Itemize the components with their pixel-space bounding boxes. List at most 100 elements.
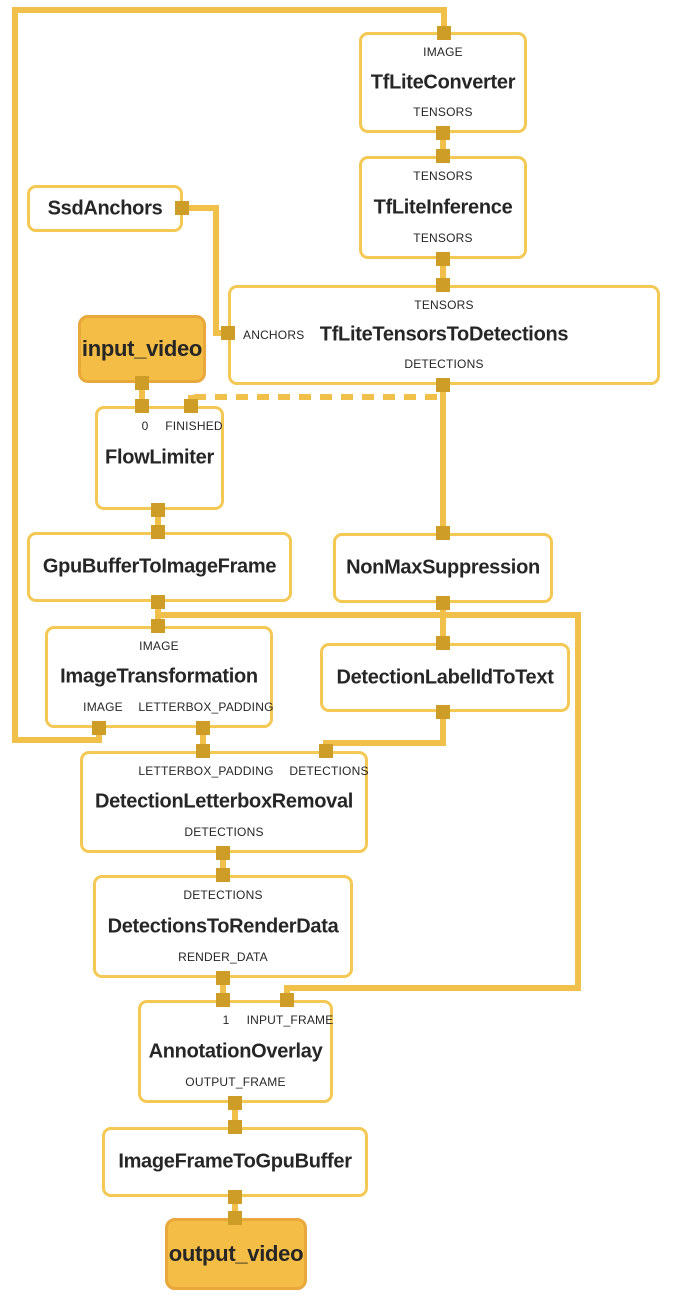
node-tflite-inference[interactable]: TENSORS TfLiteInference TENSORS xyxy=(359,156,527,259)
port-label-letterbox-padding-in: LETTERBOX_PADDING xyxy=(138,764,274,778)
port-flow-limiter-out xyxy=(151,503,165,517)
port-label-1-in: 1 xyxy=(222,1013,230,1027)
node-title-detections-to-render-data: DetectionsToRenderData xyxy=(107,915,339,937)
port-label-tensors-in: TENSORS xyxy=(413,169,473,183)
port-letterbox-removal-detections-in xyxy=(319,744,333,758)
port-label-image-in: IMAGE xyxy=(423,45,463,59)
node-output-video[interactable]: output_video xyxy=(165,1218,307,1290)
port-nms-out xyxy=(436,596,450,610)
node-title-detection-label-id-to-text: DetectionLabelIdToText xyxy=(336,666,554,688)
port-label-detections-out: DETECTIONS xyxy=(404,357,484,371)
port-tflite-inference-tensors-in xyxy=(436,149,450,163)
edge-output-video xyxy=(232,1195,238,1221)
port-tflite-converter-tensors-out xyxy=(436,126,450,140)
port-image-transformation-in xyxy=(151,619,165,633)
edge-tensors-2 xyxy=(440,257,446,288)
node-title-detection-letterbox-removal: DetectionLetterboxRemoval xyxy=(94,790,354,813)
port-label-anchors-in: ANCHORS xyxy=(243,328,305,342)
edge-outputframe xyxy=(232,1101,238,1130)
port-label-output-frame-out: OUTPUT_FRAME xyxy=(185,1075,286,1089)
port-label-detections-out: DETECTIONS xyxy=(184,825,264,839)
edge-finished-backedge-h xyxy=(194,394,439,400)
node-ssd-anchors[interactable]: SsdAnchors xyxy=(27,185,183,232)
edge-image-loop-drop xyxy=(441,7,447,36)
port-label-detections-in: DETECTIONS xyxy=(183,888,263,902)
node-annotation-overlay[interactable]: 1 INPUT_FRAME AnnotationOverlay OUTPUT_F… xyxy=(138,1000,333,1103)
port-render-data-in xyxy=(216,868,230,882)
edge-letterbox-padding xyxy=(200,726,206,754)
port-tflite-converter-image-in xyxy=(437,26,451,40)
port-annotation-overlay-out xyxy=(228,1096,242,1110)
port-label-detections-in: DETECTIONS xyxy=(289,764,369,778)
edge-anchors-v xyxy=(213,205,219,336)
node-title-gpu-buffer-to-image-frame: GpuBufferToImageFrame xyxy=(42,555,277,578)
edge-labeltext-v1 xyxy=(440,710,446,746)
node-input-video[interactable]: input_video xyxy=(78,315,206,383)
node-detections-to-render-data[interactable]: DETECTIONS DetectionsToRenderData RENDER… xyxy=(93,875,353,978)
node-title-annotation-overlay: AnnotationOverlay xyxy=(148,1040,323,1062)
edge-labeltext-h xyxy=(326,740,446,746)
edge-flowlimiter-out xyxy=(155,508,161,535)
port-image2gpu-out xyxy=(228,1190,242,1204)
stream-title-input-video: input_video xyxy=(81,336,203,361)
port-label-id-to-text-out xyxy=(436,705,450,719)
port-label-id-to-text-in xyxy=(436,636,450,650)
edge-inputframe-h xyxy=(287,985,581,991)
port-label-letterbox-padding-out: LETTERBOX_PADDING xyxy=(138,700,274,714)
port-flow-limiter-finished-in xyxy=(184,399,198,413)
port-annotation-overlay-input-frame-in xyxy=(280,993,294,1007)
node-title-non-max-suppression: NonMaxSuppression xyxy=(346,556,540,579)
edge-input-video xyxy=(139,381,145,409)
node-flow-limiter[interactable]: 0 FINISHED FlowLimiter xyxy=(95,406,224,510)
node-image-frame-to-gpu-buffer[interactable]: ImageFrameToGpuBuffer xyxy=(102,1127,368,1197)
node-title-tflite-tensors-to-detections: TfLiteTensorsToDetections xyxy=(319,323,569,346)
node-detection-letterbox-removal[interactable]: LETTERBOX_PADDING DETECTIONS DetectionLe… xyxy=(80,751,368,853)
edge-image-loop-stub xyxy=(96,728,102,743)
port-render-data-out xyxy=(216,971,230,985)
node-title-flow-limiter: FlowLimiter xyxy=(105,446,214,469)
node-gpu-buffer-to-image-frame[interactable]: GpuBufferToImageFrame xyxy=(27,532,292,602)
node-tflite-converter[interactable]: IMAGE TfLiteConverter TENSORS xyxy=(359,32,527,133)
port-nms-in xyxy=(436,526,450,540)
edge-image-loop-left xyxy=(12,7,18,743)
edge-imageframe-branch-v xyxy=(575,612,581,991)
node-tflite-tensors-to-detections[interactable]: TENSORS ANCHORS TfLiteTensorsToDetection… xyxy=(228,285,660,385)
port-image-transformation-image-out xyxy=(92,721,106,735)
node-title-image-frame-to-gpu-buffer: ImageFrameToGpuBuffer xyxy=(118,1150,352,1173)
edge-detections-down xyxy=(440,383,446,536)
node-title-tflite-inference: TfLiteInference xyxy=(373,196,513,218)
port-label-tensors-in: TENSORS xyxy=(414,298,474,312)
edge-image-loop-bottom xyxy=(12,737,102,743)
edge-anchors-h1 xyxy=(181,205,219,211)
port-flow-limiter-0-in xyxy=(135,399,149,413)
port-gpu2image-out xyxy=(151,595,165,609)
port-label-image-out: IMAGE xyxy=(83,700,123,714)
port-letterbox-removal-padding-in xyxy=(196,744,210,758)
node-image-transformation[interactable]: IMAGE ImageTransformation IMAGE LETTERBO… xyxy=(45,626,273,728)
edge-letterbox-out xyxy=(220,851,226,878)
port-annotation-overlay-1-in xyxy=(216,993,230,1007)
port-label-input-frame-in: INPUT_FRAME xyxy=(246,1013,334,1027)
port-image-transformation-letterbox-out xyxy=(196,721,210,735)
edge-renderdata-out xyxy=(220,976,226,1003)
port-label-0-in: 0 xyxy=(141,419,149,433)
port-label-tensors-out: TENSORS xyxy=(413,105,473,119)
port-ttd-anchors-in xyxy=(221,326,235,340)
port-letterbox-removal-out xyxy=(216,846,230,860)
port-image2gpu-in xyxy=(228,1120,242,1134)
edge-nms-out xyxy=(440,601,446,646)
port-input-video-out xyxy=(135,376,149,390)
port-label-render-data-out: RENDER_DATA xyxy=(178,950,268,964)
port-ttd-tensors-in xyxy=(436,278,450,292)
port-tflite-inference-tensors-out xyxy=(436,252,450,266)
node-title-image-transformation: ImageTransformation xyxy=(60,665,258,688)
port-label-finished-in: FINISHED xyxy=(165,419,223,433)
port-label-image-in: IMAGE xyxy=(139,639,179,653)
node-detection-label-id-to-text[interactable]: DetectionLabelIdToText xyxy=(320,643,570,712)
port-gpu2image-in xyxy=(151,525,165,539)
port-ssd-anchors-out xyxy=(175,201,189,215)
port-ttd-detections-out xyxy=(436,378,450,392)
edge-imageframe-branch-h xyxy=(158,612,581,618)
node-non-max-suppression[interactable]: NonMaxSuppression xyxy=(333,533,553,603)
